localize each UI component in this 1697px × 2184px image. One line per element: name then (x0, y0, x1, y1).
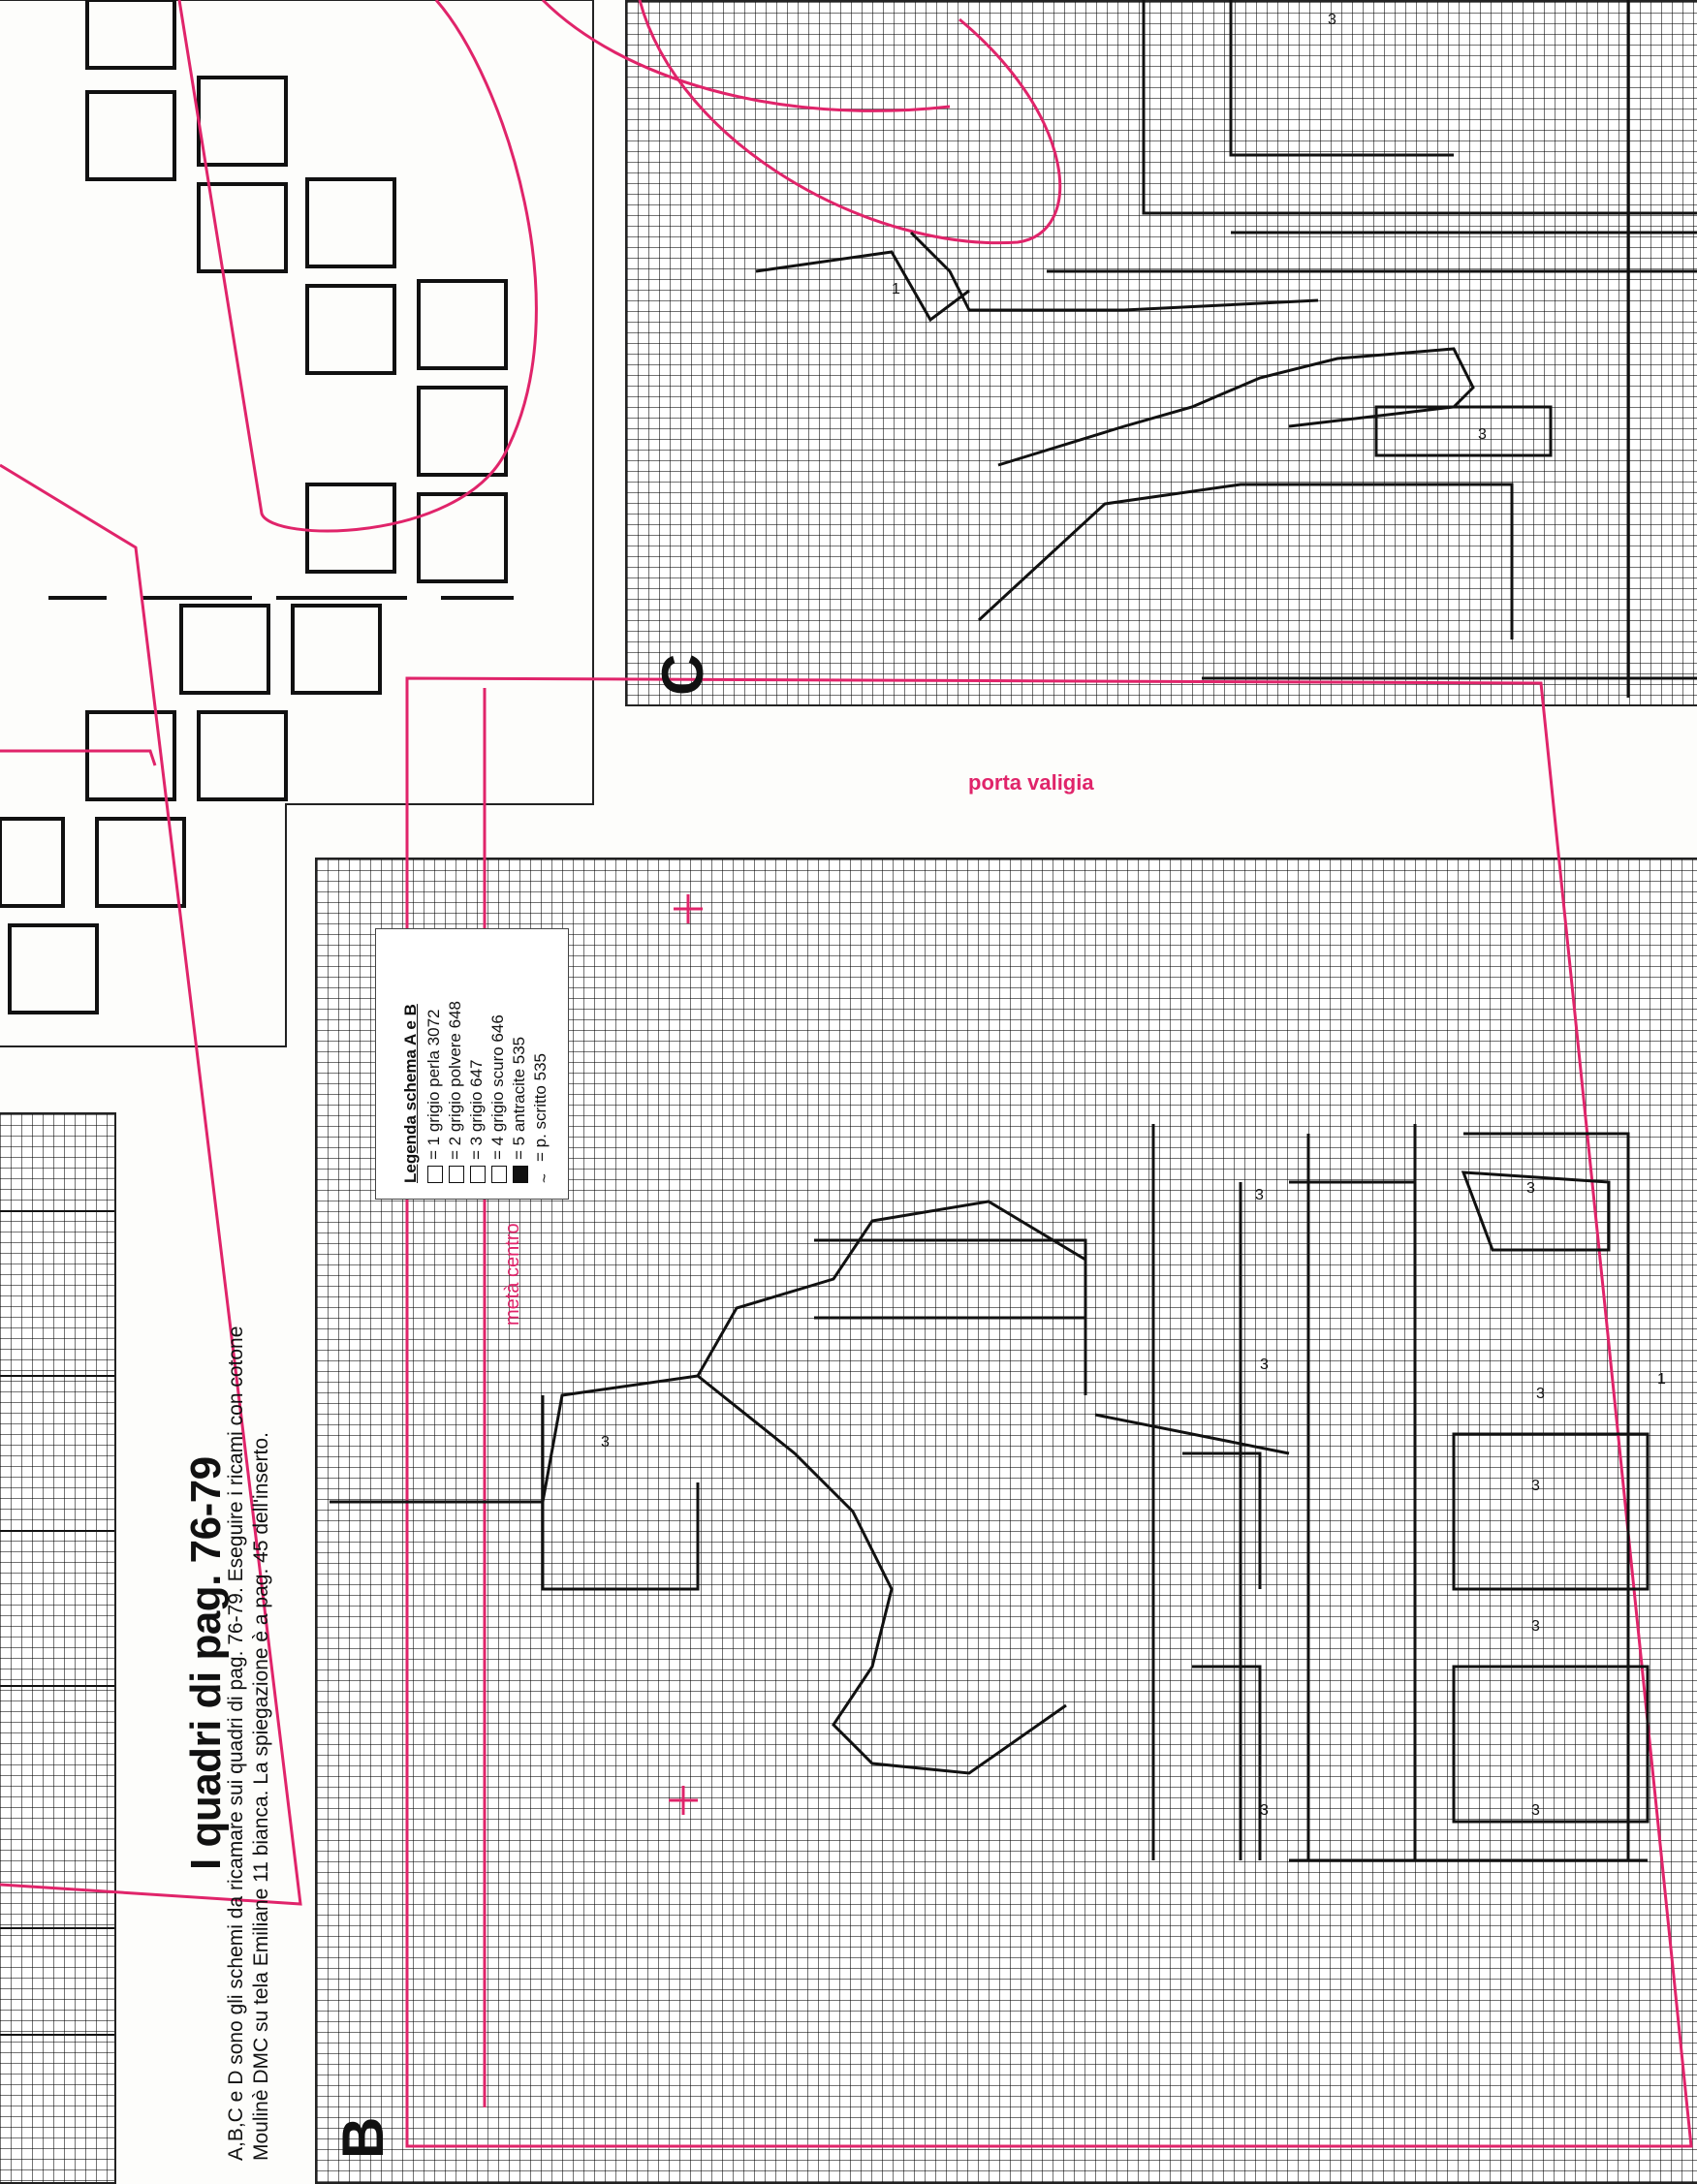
cell-number-one: 1 (892, 281, 900, 297)
porta-valigia-label: porta valigia (968, 770, 1094, 795)
cell-number: 3 (1531, 1478, 1540, 1494)
legend-title: Legenda schema A e B (401, 1004, 420, 1183)
scheme-a-area (0, 0, 593, 804)
cell-number-one: 1 (1657, 1371, 1666, 1388)
star-box-icon (469, 1166, 486, 1183)
page-title: I quadri di pag. 76-79 (182, 1456, 230, 1870)
wave-icon: ~ (534, 1173, 553, 1183)
legend-item-6: ~ = p. scritto 535 (531, 1053, 553, 1183)
scheme-b-letter: B (330, 2116, 395, 2159)
cell-number: 3 (1536, 1386, 1545, 1402)
description-line-2: Moulinè DMC su tela Emiliane 11 bianca. … (250, 1432, 272, 2161)
scheme-a-squares (0, 0, 508, 1014)
cell-number: 3 (1260, 1357, 1269, 1373)
scheme-d-rows (0, 1210, 114, 2036)
cell-number: 3 (1328, 12, 1336, 28)
legend-item-label: = 2 grigio polvere 648 (446, 1001, 464, 1160)
center-crosses (669, 894, 703, 1815)
triangle-box-icon (512, 1166, 528, 1183)
cell-number: 3 (1531, 1802, 1540, 1819)
legend-item-5: = 5 antracite 535 (510, 1037, 529, 1183)
description-line-1: A,B,C e D sono gli schemi da ricamare su… (225, 1326, 247, 2161)
legend-item-3: = 3 grigio 647 (467, 1059, 487, 1183)
cell-number: 3 (1255, 1187, 1264, 1203)
cell-number: 3 (1478, 426, 1487, 443)
legend-item-label: = 3 grigio 647 (467, 1059, 486, 1161)
x-box-icon (448, 1166, 464, 1183)
scheme-d-grid (0, 1112, 116, 2184)
legend-item-label: = p. scritto 535 (531, 1053, 550, 1162)
scheme-c-letter: C (650, 653, 715, 696)
legend-item-1: = 1 grigio perla 3072 (424, 1010, 444, 1183)
cell-number: 3 (601, 1434, 610, 1451)
cell-number: 3 (1531, 1618, 1540, 1635)
legend-item-label: = 4 grigio scuro 646 (488, 1014, 507, 1160)
cell-number: 3 (1260, 1802, 1269, 1819)
cell-number: 3 (1526, 1180, 1535, 1197)
scheme-c-grid (625, 0, 1697, 706)
scheme-c-motifs (755, 0, 1697, 698)
legend-item-label: = 5 antracite 535 (510, 1036, 528, 1160)
legend-item-label: = 1 grigio perla 3072 (424, 1009, 443, 1160)
legend-item-4: = 4 grigio scuro 646 (488, 1014, 508, 1183)
legend-item-2: = 2 grigio polvere 648 (446, 1001, 465, 1183)
scheme-a-outline (0, 0, 594, 1047)
dash-box-icon (426, 1166, 443, 1183)
legend-box: Legenda schema A e B = 1 grigio perla 30… (375, 928, 569, 1200)
v-box-icon (490, 1166, 507, 1183)
meta-centro-label: metà centro (502, 1223, 523, 1326)
scheme-b-motifs (330, 1124, 1650, 1862)
